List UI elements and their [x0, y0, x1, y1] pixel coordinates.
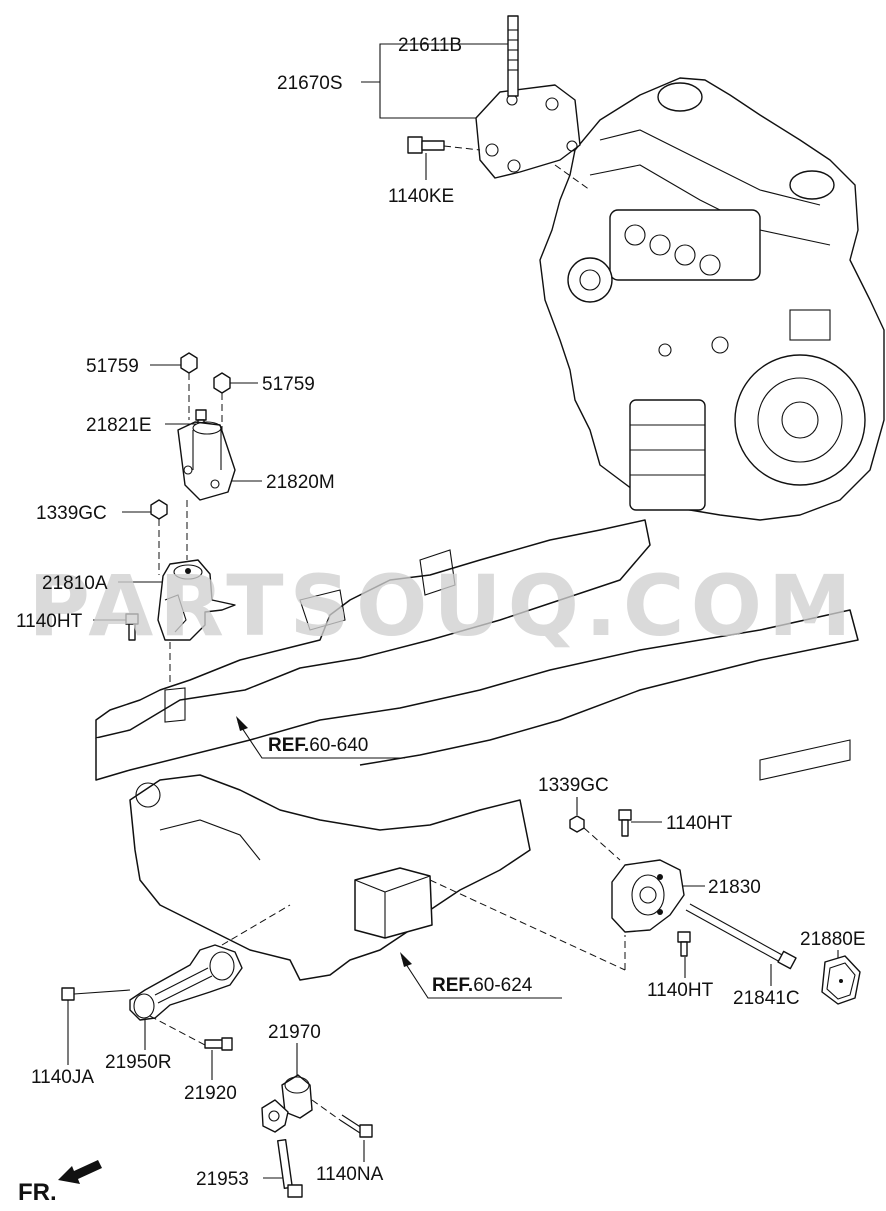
subframe-60-624 [129, 774, 531, 981]
label-21810a[interactable]: 21810A [42, 573, 108, 594]
bracket-21670s [475, 84, 581, 179]
subframe-60-640 [95, 519, 859, 781]
ref-60-640-arrow [236, 716, 405, 759]
front-direction-label: FR. [18, 1179, 57, 1206]
label-21821e[interactable]: 21821E [86, 415, 152, 436]
ref-60-640-label[interactable]: REF.60-640 [268, 735, 368, 756]
nut-51759-upper [180, 352, 198, 420]
label-1140ja[interactable]: 1140JA [31, 1067, 94, 1088]
bolt-21920 [149, 1015, 233, 1051]
bracket-21820m [177, 421, 236, 501]
stud-21611b [507, 15, 519, 97]
bolt-1140ht-right-lower [677, 931, 691, 957]
label-1140ke[interactable]: 1140KE [388, 186, 454, 207]
label-51759-upper[interactable]: 51759 [86, 356, 139, 377]
label-21611b[interactable]: 21611B [398, 35, 462, 56]
label-21830[interactable]: 21830 [708, 877, 761, 898]
label-21953[interactable]: 21953 [196, 1169, 249, 1190]
engine-assembly [539, 77, 885, 521]
label-21841c[interactable]: 21841C [733, 988, 800, 1009]
cover-21880e [821, 955, 861, 1005]
front-direction-arrow [58, 1160, 102, 1184]
label-1140ht-left[interactable]: 1140HT [16, 611, 83, 632]
label-51759-lower[interactable]: 51759 [262, 374, 315, 395]
nut-1339gc-right [569, 815, 621, 861]
bolt-1140ke [407, 136, 481, 154]
label-1339gc-right[interactable]: 1339GC [538, 775, 609, 796]
leader-lines [67, 43, 839, 1179]
bolt-1140ja [61, 987, 131, 1001]
part-labels: 21611B 21670S 1140KE 51759 51759 21821E … [16, 35, 866, 1206]
label-21970[interactable]: 21970 [268, 1022, 321, 1043]
nut-1339gc-left [150, 499, 168, 575]
label-21920[interactable]: 21920 [184, 1083, 237, 1104]
label-21880e[interactable]: 21880E [800, 929, 866, 950]
bracket-21953 [261, 1099, 303, 1198]
bolt-1140ht-right-upper [618, 809, 632, 837]
watermark: PARTSOUQ.COM [28, 557, 857, 655]
label-1140na[interactable]: 1140NA [316, 1164, 384, 1185]
ref-60-624-label[interactable]: REF.60-624 [432, 975, 533, 996]
label-1140ht-right-upper[interactable]: 1140HT [666, 813, 733, 834]
ref-60-624-number: 60-624 [473, 975, 533, 996]
label-1339gc-left[interactable]: 1339GC [36, 503, 107, 524]
label-21950r[interactable]: 21950R [105, 1052, 172, 1073]
roll-rod-21950r [129, 944, 243, 1021]
mount-21830 [611, 859, 685, 933]
ref-60-624-arrow [400, 952, 562, 999]
bolt-21841c [685, 903, 797, 970]
mount-21810a [157, 559, 236, 641]
bolt-1140na [311, 1099, 373, 1138]
label-21670s[interactable]: 21670S [277, 73, 343, 94]
ref-60-640-number: 60-640 [309, 735, 368, 756]
label-21820m[interactable]: 21820M [266, 472, 335, 493]
ref-60-640-prefix: REF. [268, 735, 309, 756]
bolt-1140ht-left [125, 613, 139, 641]
ref-60-624-prefix: REF. [432, 975, 473, 996]
label-1140ht-right-lower[interactable]: 1140HT [647, 980, 714, 1001]
